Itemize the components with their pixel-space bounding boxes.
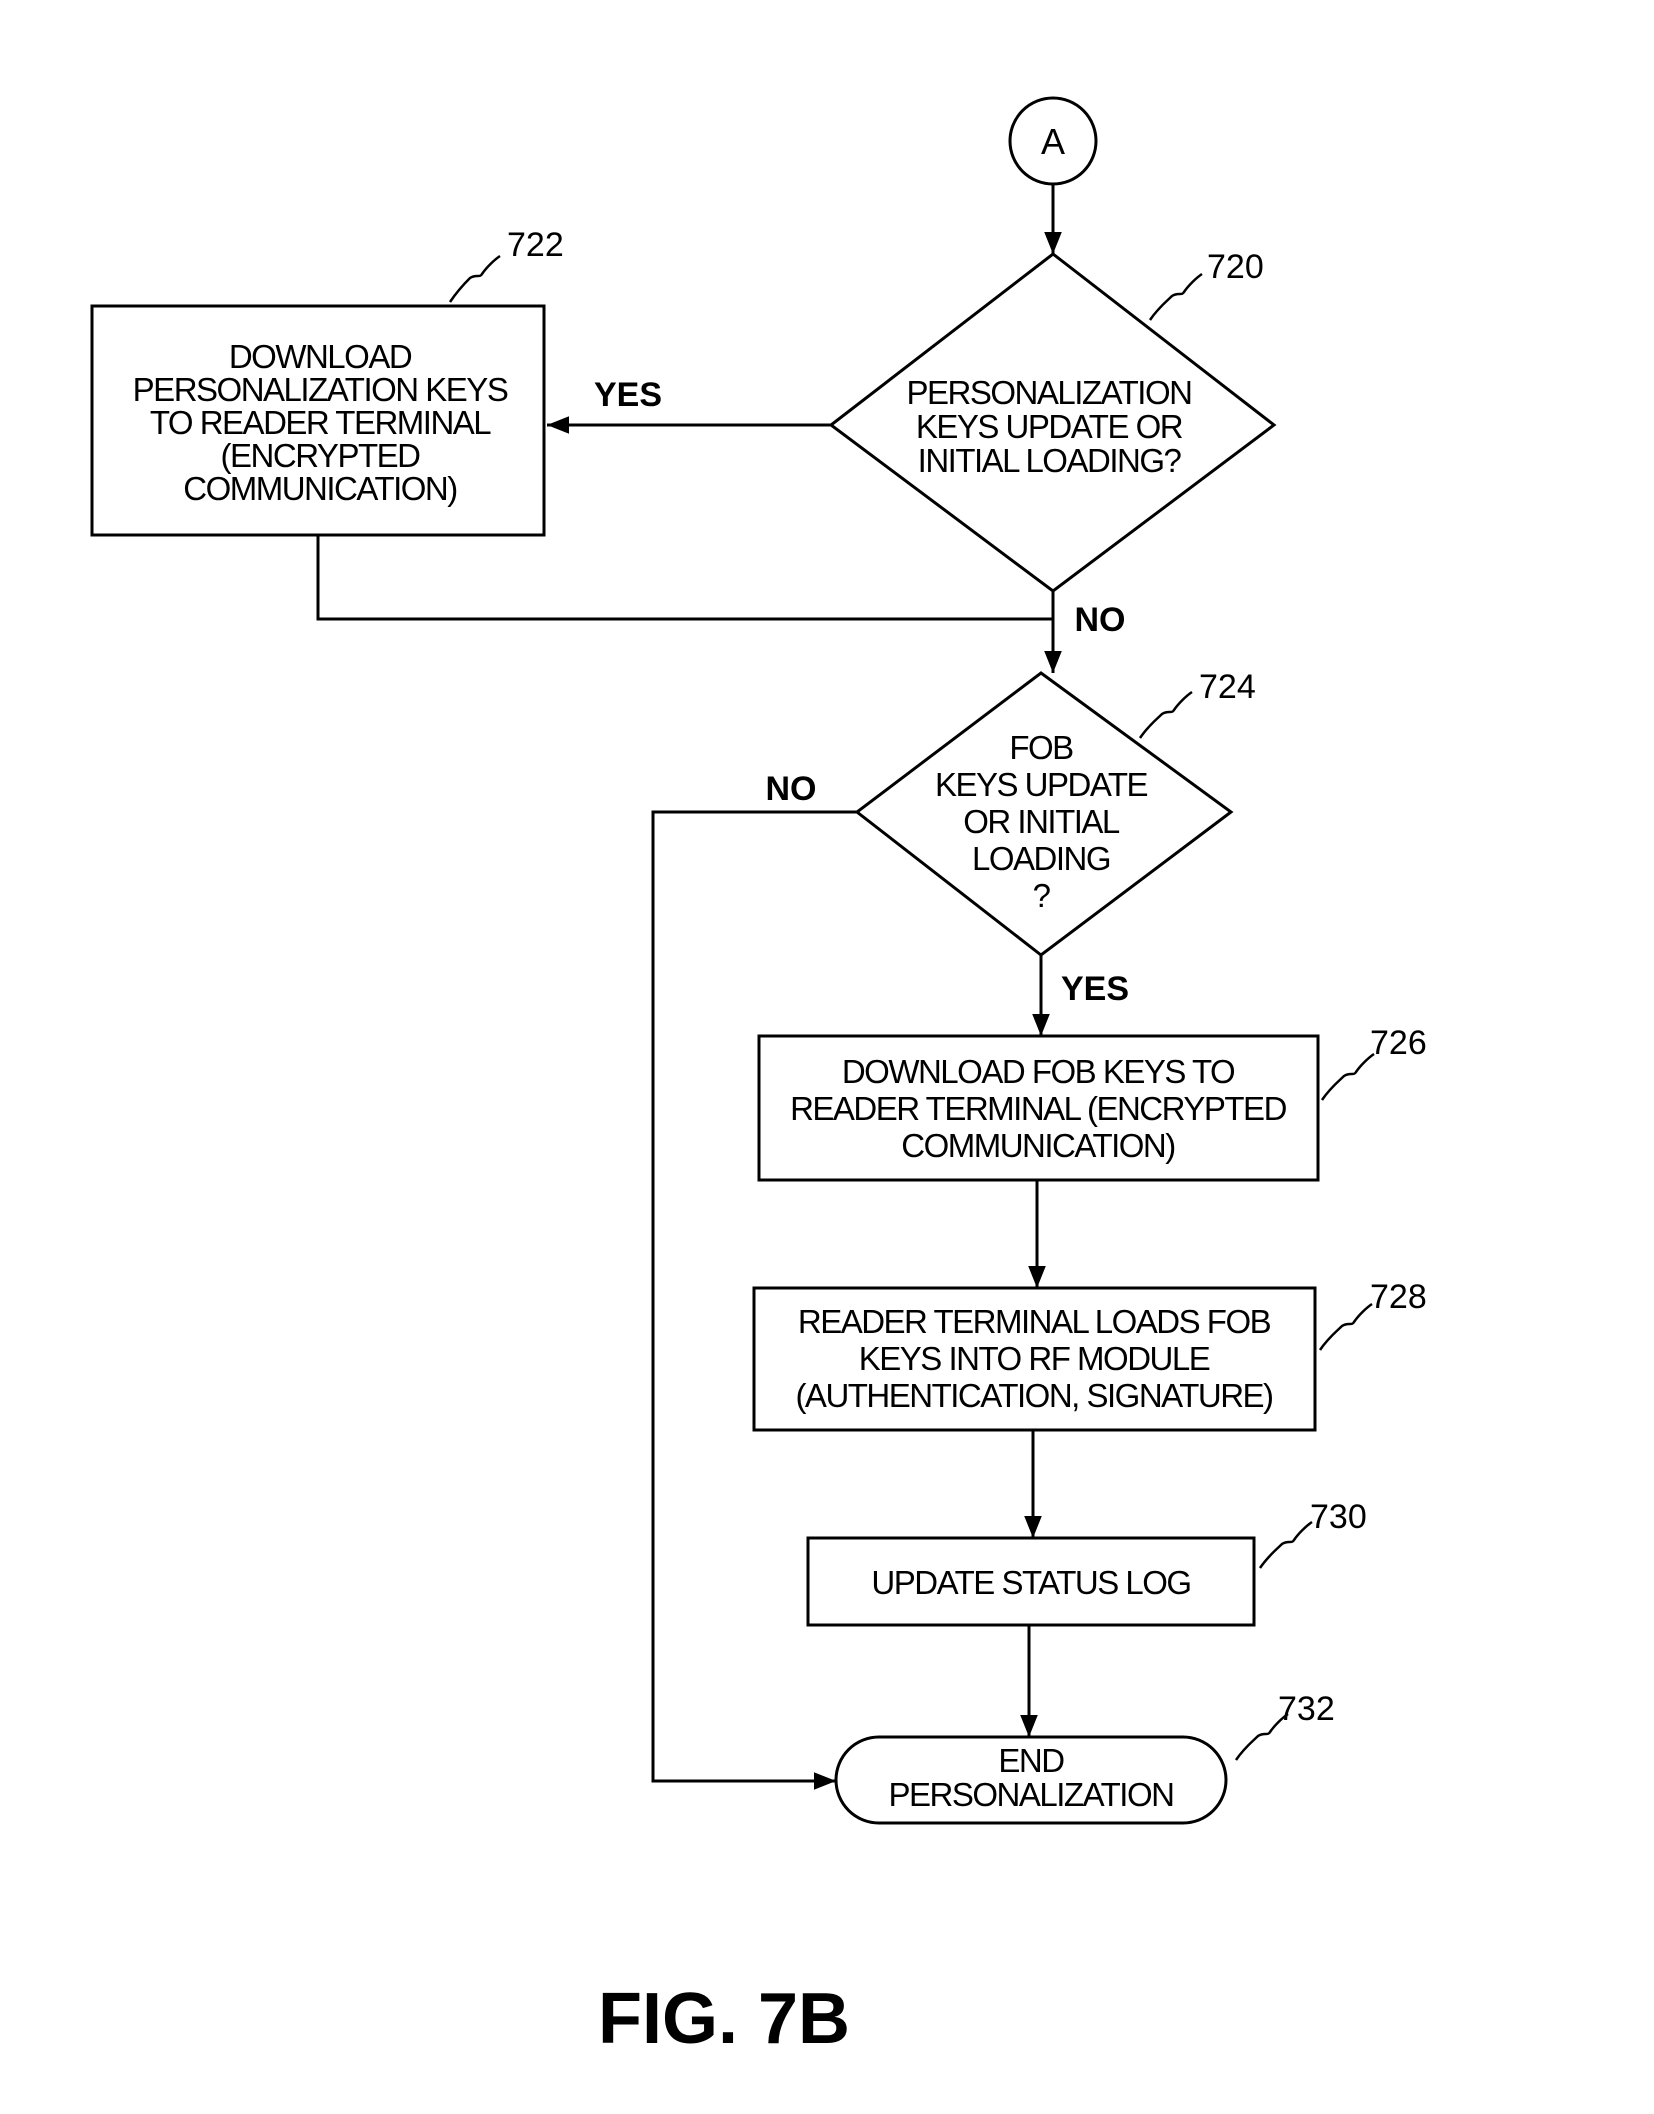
ref-730: 730 (1310, 1498, 1367, 1536)
figure-caption: FIG. 7B (598, 1979, 850, 2059)
leader-728 (1320, 1304, 1372, 1350)
node-728-line-2: KEYS INTO RF MODULE (859, 1340, 1210, 1377)
node-720-line-1: PERSONALIZATION (907, 374, 1192, 411)
node-722-line-4: (ENCRYPTED (221, 437, 421, 474)
edge-722-merge (318, 535, 1053, 619)
node-724-line-1: FOB (1009, 729, 1073, 766)
ref-724: 724 (1199, 668, 1256, 706)
decision-724: FOB KEYS UPDATE OR INITIAL LOADING ? (857, 673, 1231, 955)
edge-label-724-yes: YES (1061, 970, 1129, 1008)
node-726-line-3: COMMUNICATION) (901, 1127, 1175, 1164)
ref-728: 728 (1370, 1278, 1427, 1316)
node-722-line-3: TO READER TERMINAL (150, 404, 491, 441)
process-722: DOWNLOAD PERSONALIZATION KEYS TO READER … (92, 306, 544, 535)
node-732-line-2: PERSONALIZATION (889, 1776, 1174, 1813)
node-722-line-1: DOWNLOAD (229, 338, 412, 375)
leader-726 (1322, 1054, 1374, 1100)
decision-720: PERSONALIZATION KEYS UPDATE OR INITIAL L… (831, 254, 1274, 591)
node-724-line-2: KEYS UPDATE (935, 766, 1148, 803)
node-724-line-4: LOADING (972, 840, 1110, 877)
leader-722 (450, 256, 500, 302)
process-728: READER TERMINAL LOADS FOB KEYS INTO RF M… (754, 1288, 1315, 1430)
connector-a-label: A (1041, 121, 1065, 162)
leader-724 (1140, 692, 1192, 738)
connector-a: A (1010, 98, 1096, 184)
terminator-732: END PERSONALIZATION (836, 1737, 1226, 1823)
node-730-line-1: UPDATE STATUS LOG (871, 1564, 1190, 1601)
node-726-line-1: DOWNLOAD FOB KEYS TO (842, 1053, 1235, 1090)
edge-label-724-no: NO (766, 770, 817, 808)
node-726-line-2: READER TERMINAL (ENCRYPTED (790, 1090, 1286, 1127)
process-726: DOWNLOAD FOB KEYS TO READER TERMINAL (EN… (759, 1036, 1318, 1180)
node-722-line-5: COMMUNICATION) (183, 470, 457, 507)
process-730: UPDATE STATUS LOG (808, 1538, 1254, 1625)
node-728-line-1: READER TERMINAL LOADS FOB (798, 1303, 1271, 1340)
node-720-line-2: KEYS UPDATE OR (916, 408, 1183, 445)
node-724-line-5: ? (1033, 877, 1051, 914)
node-720-line-3: INITIAL LOADING? (918, 442, 1182, 479)
edge-label-720-no: NO (1075, 601, 1126, 639)
ref-732: 732 (1278, 1690, 1335, 1728)
node-732-line-1: END (998, 1742, 1064, 1779)
ref-726: 726 (1370, 1024, 1427, 1062)
node-728-line-3: (AUTHENTICATION, SIGNATURE) (795, 1377, 1272, 1414)
node-722-line-2: PERSONALIZATION KEYS (133, 371, 508, 408)
leader-720 (1150, 274, 1202, 320)
ref-722: 722 (507, 226, 564, 264)
node-724-line-3: OR INITIAL (963, 803, 1120, 840)
edge-label-720-yes: YES (594, 376, 662, 414)
ref-720: 720 (1207, 248, 1264, 286)
leader-730 (1260, 1522, 1312, 1568)
